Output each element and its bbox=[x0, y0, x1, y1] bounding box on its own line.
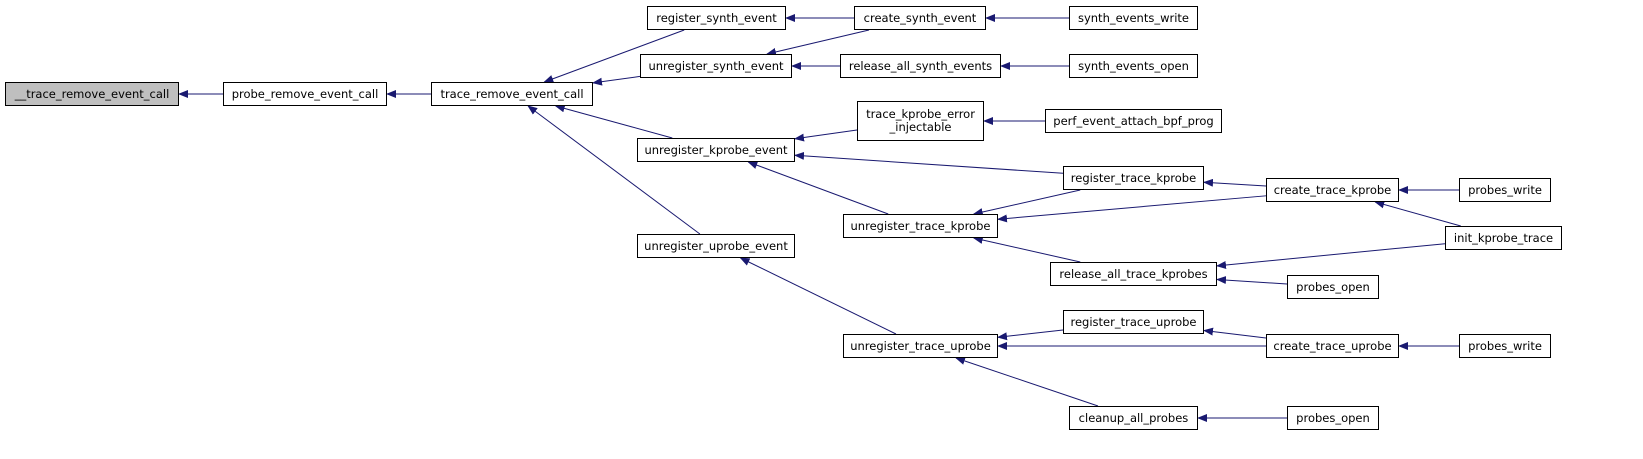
node-create_synth_event[interactable]: create_synth_event bbox=[854, 6, 986, 30]
node-probe_remove_event_call[interactable]: probe_remove_event_call bbox=[223, 82, 387, 106]
edge-n17-to-n15 bbox=[1374, 200, 1461, 227]
edge-n13-to-n5 bbox=[747, 161, 889, 215]
edge-n19-to-n18 bbox=[1216, 276, 1288, 285]
node-unregister_trace_kprobe[interactable]: unregister_trace_kprobe bbox=[843, 214, 998, 238]
edge-n20-to-n6 bbox=[739, 257, 897, 335]
edge-n24-to-n20 bbox=[955, 357, 1099, 407]
node-release_all_trace_kprobes[interactable]: release_all_trace_kprobes bbox=[1050, 262, 1217, 286]
edge-n15-to-n13 bbox=[997, 195, 1267, 223]
node-probes_open-kprobe[interactable]: probes_open bbox=[1287, 275, 1379, 299]
node-init_kprobe_trace[interactable]: init_kprobe_trace bbox=[1445, 226, 1562, 250]
edge-n21-to-n20 bbox=[997, 329, 1064, 341]
edge-n14-to-n5 bbox=[794, 151, 1064, 174]
edge-n15-to-n14 bbox=[1203, 178, 1267, 187]
node-synth_events_open[interactable]: synth_events_open bbox=[1069, 54, 1198, 78]
edge-n5-to-n2 bbox=[554, 104, 673, 139]
node-unregister_uprobe_event[interactable]: unregister_uprobe_event bbox=[637, 234, 795, 258]
node-cleanup_all_probes[interactable]: cleanup_all_probes bbox=[1069, 406, 1198, 430]
node-unregister_trace_uprobe[interactable]: unregister_trace_uprobe bbox=[843, 334, 998, 358]
edge-n4-to-n2 bbox=[592, 75, 641, 86]
edge-n7-to-n4 bbox=[766, 29, 870, 56]
node-register_trace_kprobe[interactable]: register_trace_kprobe bbox=[1063, 166, 1204, 190]
edge-n6-to-n2 bbox=[527, 105, 701, 235]
node-synth_events_write[interactable]: synth_events_write bbox=[1069, 6, 1198, 30]
node-probes_write-uprobe[interactable]: probes_write bbox=[1459, 334, 1551, 358]
node-perf_event_attach_bpf_prog[interactable]: perf_event_attach_bpf_prog bbox=[1045, 109, 1222, 133]
node-probes_write[interactable]: probes_write bbox=[1459, 178, 1551, 202]
edge-n22-to-n21 bbox=[1203, 327, 1267, 339]
node-probes_open-uprobe[interactable]: probes_open bbox=[1287, 406, 1379, 430]
node-unregister_synth_event[interactable]: unregister_synth_event bbox=[640, 54, 792, 78]
node-trace_kprobe_error_injectable[interactable]: trace_kprobe_error_injectable bbox=[857, 101, 984, 141]
edge-n11-to-n5 bbox=[794, 129, 858, 142]
node-release_all_synth_events[interactable]: release_all_synth_events bbox=[840, 54, 1001, 78]
edge-n3-to-n2 bbox=[543, 29, 685, 83]
node-register_synth_event[interactable]: register_synth_event bbox=[647, 6, 786, 30]
node-create_trace_uprobe[interactable]: create_trace_uprobe bbox=[1266, 334, 1399, 358]
node-register_trace_uprobe[interactable]: register_trace_uprobe bbox=[1063, 310, 1204, 334]
node-__trace_remove_event_call[interactable]: __trace_remove_event_call bbox=[5, 82, 179, 106]
node-unregister_kprobe_event[interactable]: unregister_kprobe_event bbox=[637, 138, 795, 162]
edge-n14-to-n13 bbox=[972, 189, 1081, 216]
edge-n18-to-n13 bbox=[972, 236, 1081, 263]
edge-n17-to-n18 bbox=[1216, 243, 1446, 269]
node-trace_remove_event_call[interactable]: trace_remove_event_call bbox=[431, 82, 593, 106]
node-create_trace_kprobe[interactable]: create_trace_kprobe bbox=[1266, 178, 1399, 202]
